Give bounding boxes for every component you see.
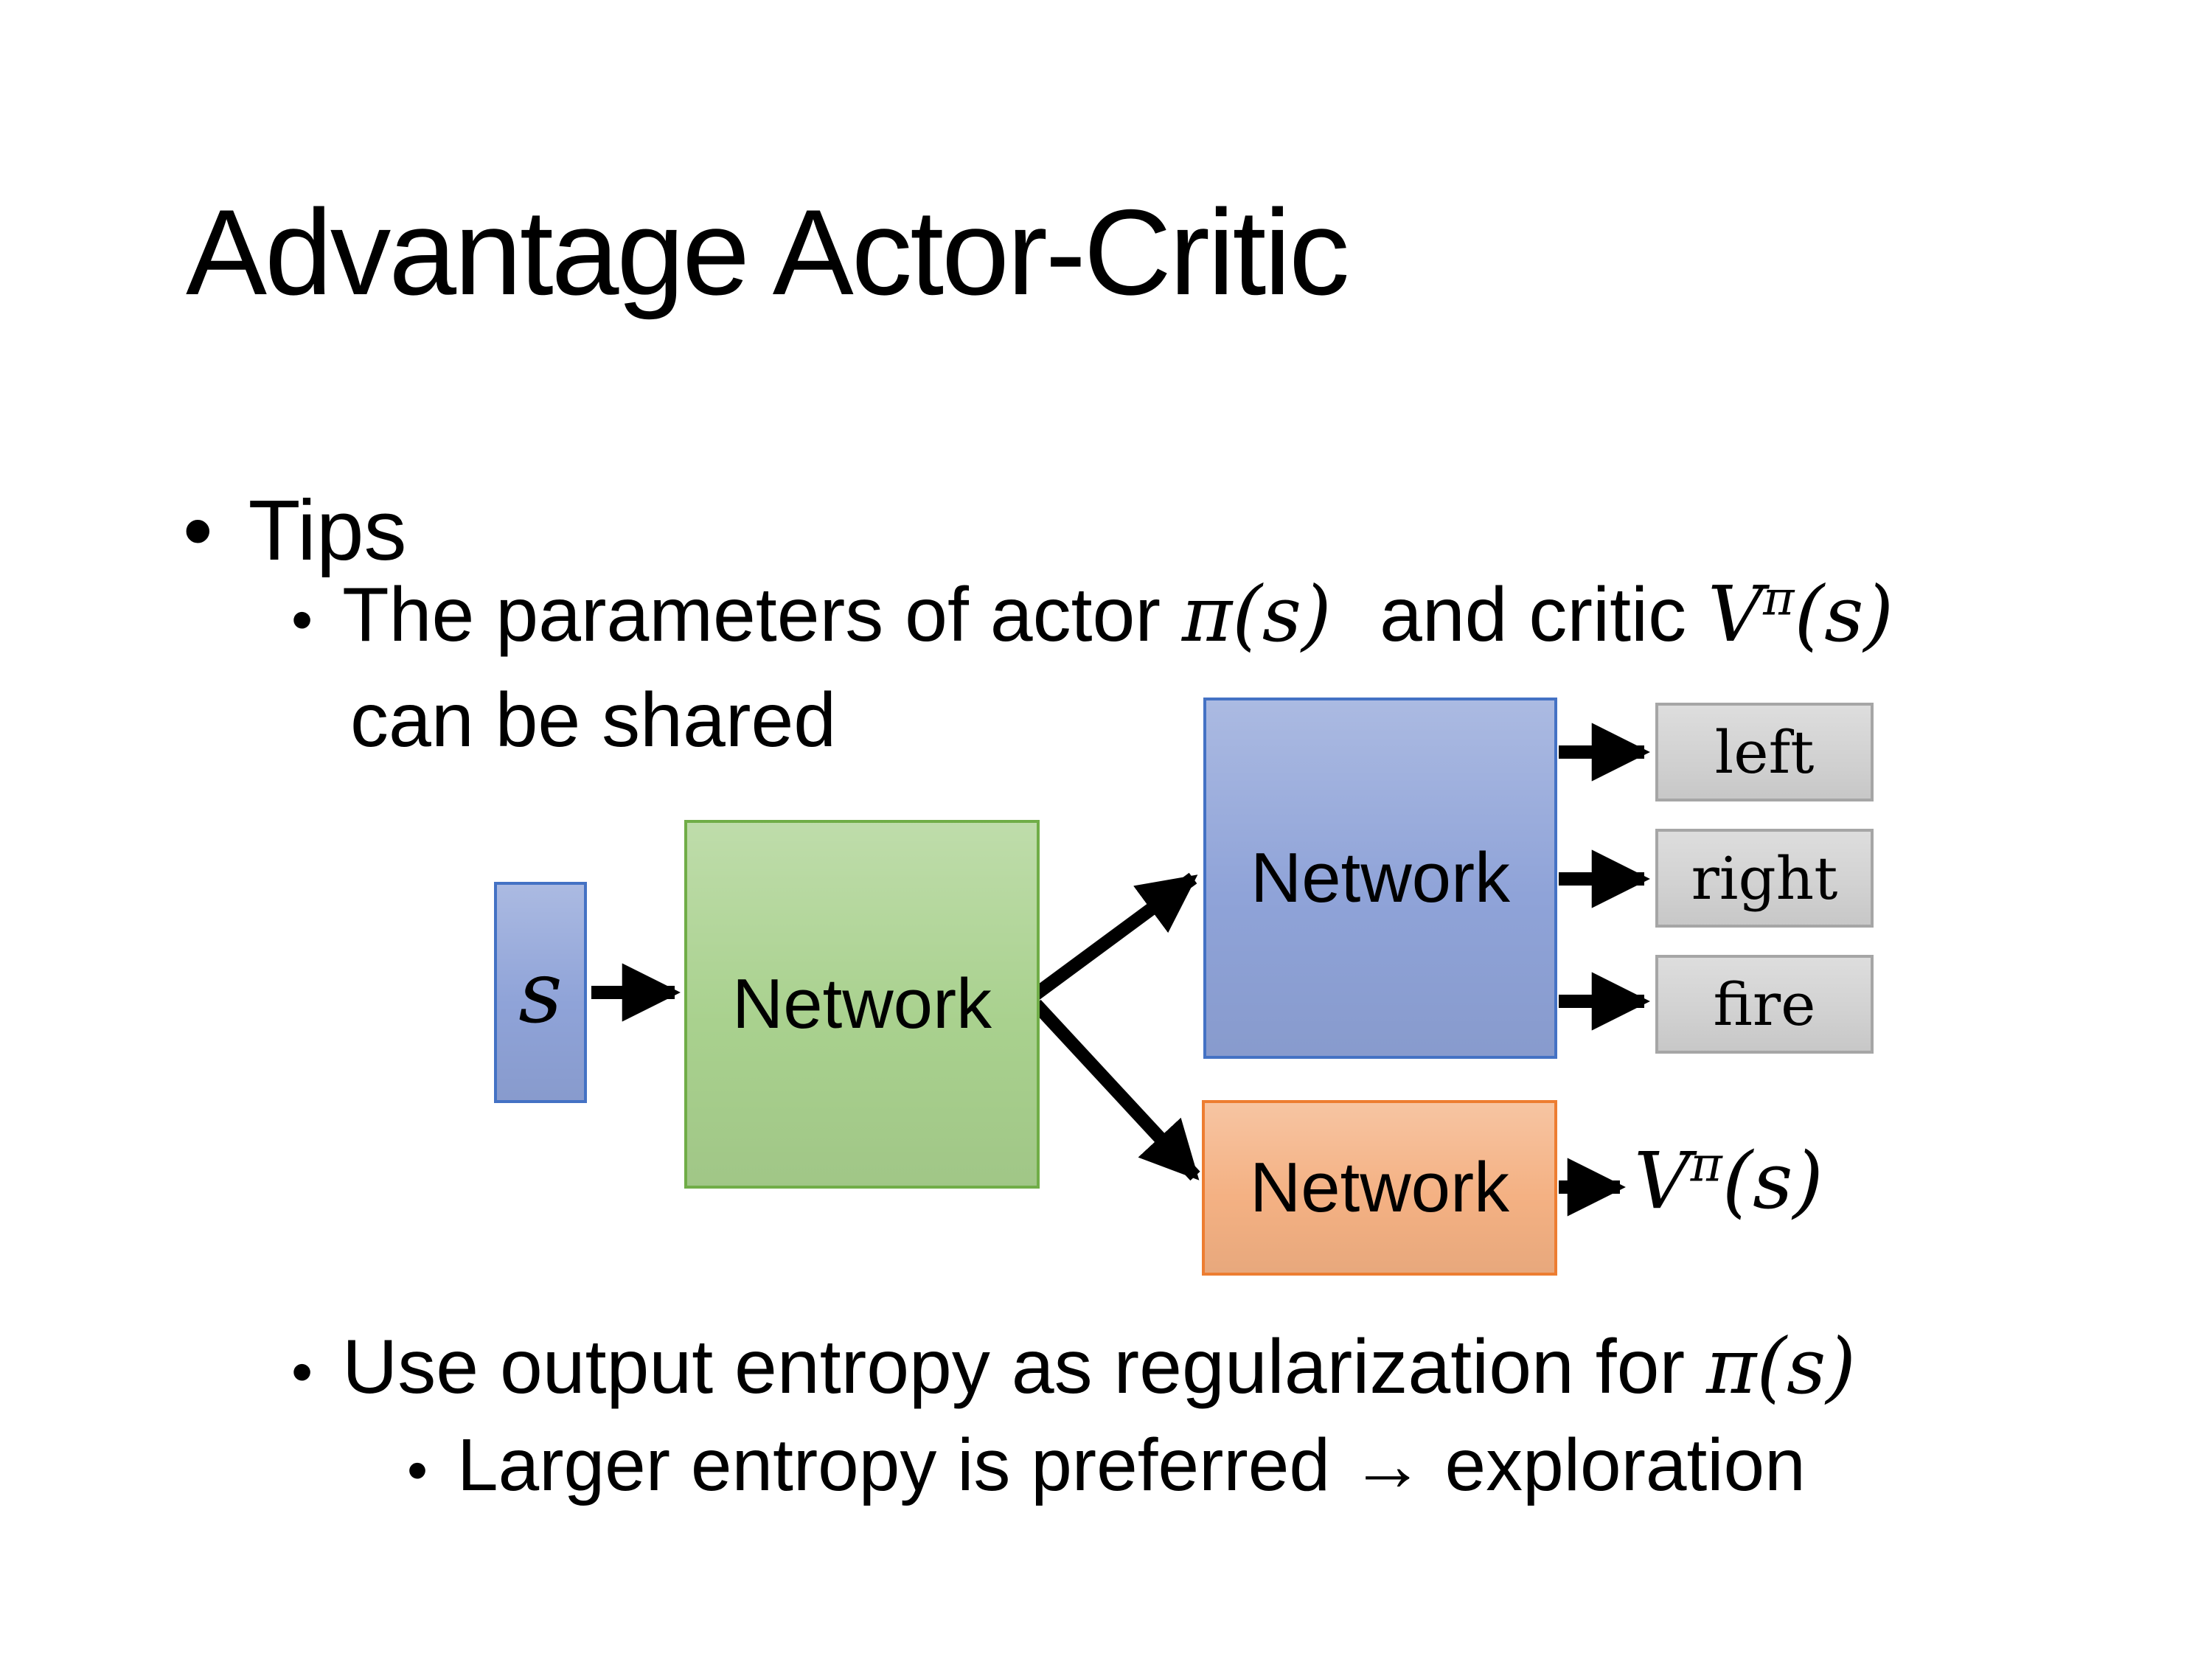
larger-entropy-text: Larger entropy is preferred → exploratio… — [457, 1424, 1806, 1506]
action-left-label: left — [1714, 717, 1815, 787]
actor-network-box: Network — [1203, 698, 1557, 1059]
parameters-text-mid: and critic — [1358, 572, 1708, 658]
value-output-sup: π — [1690, 1136, 1722, 1193]
shared-network-label: Network — [731, 964, 992, 1043]
critic-value-args: (s) — [1794, 569, 1894, 659]
shared-network-box: Network — [684, 820, 1040, 1189]
state-input-label: s — [518, 942, 563, 1043]
critic-value-sup: π — [1763, 571, 1795, 627]
bullet-larger-entropy: • Larger entropy is preferred → explorat… — [407, 1423, 1806, 1508]
arrow-shared-to-actor — [1031, 872, 1198, 1001]
value-output-base: V — [1634, 1135, 1691, 1226]
bullet-parameters-shared-line2: can be shared — [350, 677, 836, 765]
bullet-parameters-shared: • The parameters of actor π(s) and criti… — [291, 569, 1893, 659]
parameters-text-prefix: The parameters of actor — [342, 572, 1182, 658]
actor-network-label: Network — [1250, 838, 1511, 917]
value-output-args: (s) — [1722, 1135, 1823, 1226]
state-input-box: s — [494, 882, 587, 1103]
critic-value-math: Vπ(s) — [1708, 569, 1893, 659]
action-left-box: left — [1655, 703, 1874, 801]
action-right-box: right — [1655, 829, 1874, 928]
action-fire-label: fire — [1713, 970, 1816, 1039]
arrow-shared-to-critic — [1031, 999, 1200, 1181]
bullet-dot-icon: • — [291, 1338, 313, 1406]
entropy-policy-math: π(s) — [1706, 1321, 1856, 1411]
bullet-tips: • Tips — [183, 481, 406, 580]
critic-network-box: Network — [1202, 1100, 1557, 1276]
parameters-text-line2: can be shared — [350, 678, 837, 763]
bullet-dot-icon: • — [407, 1437, 428, 1503]
action-right-label: right — [1691, 844, 1838, 913]
critic-network-label: Network — [1249, 1148, 1510, 1227]
critic-value-base: V — [1708, 569, 1764, 659]
slide-title: Advantage Actor-Critic — [186, 184, 1350, 320]
entropy-text-prefix: Use output entropy as regularization for — [342, 1324, 1707, 1410]
action-fire-box: fire — [1655, 955, 1874, 1054]
bullet-dot-icon: • — [291, 585, 313, 654]
actor-policy-math: π(s) — [1181, 569, 1332, 659]
bullet-dot-icon: • — [183, 482, 213, 578]
bullet-entropy-regularization: • Use output entropy as regularization f… — [291, 1321, 1856, 1411]
value-output-label: Vπ(s) — [1634, 1135, 1823, 1226]
bullet-tips-text: Tips — [248, 482, 407, 578]
